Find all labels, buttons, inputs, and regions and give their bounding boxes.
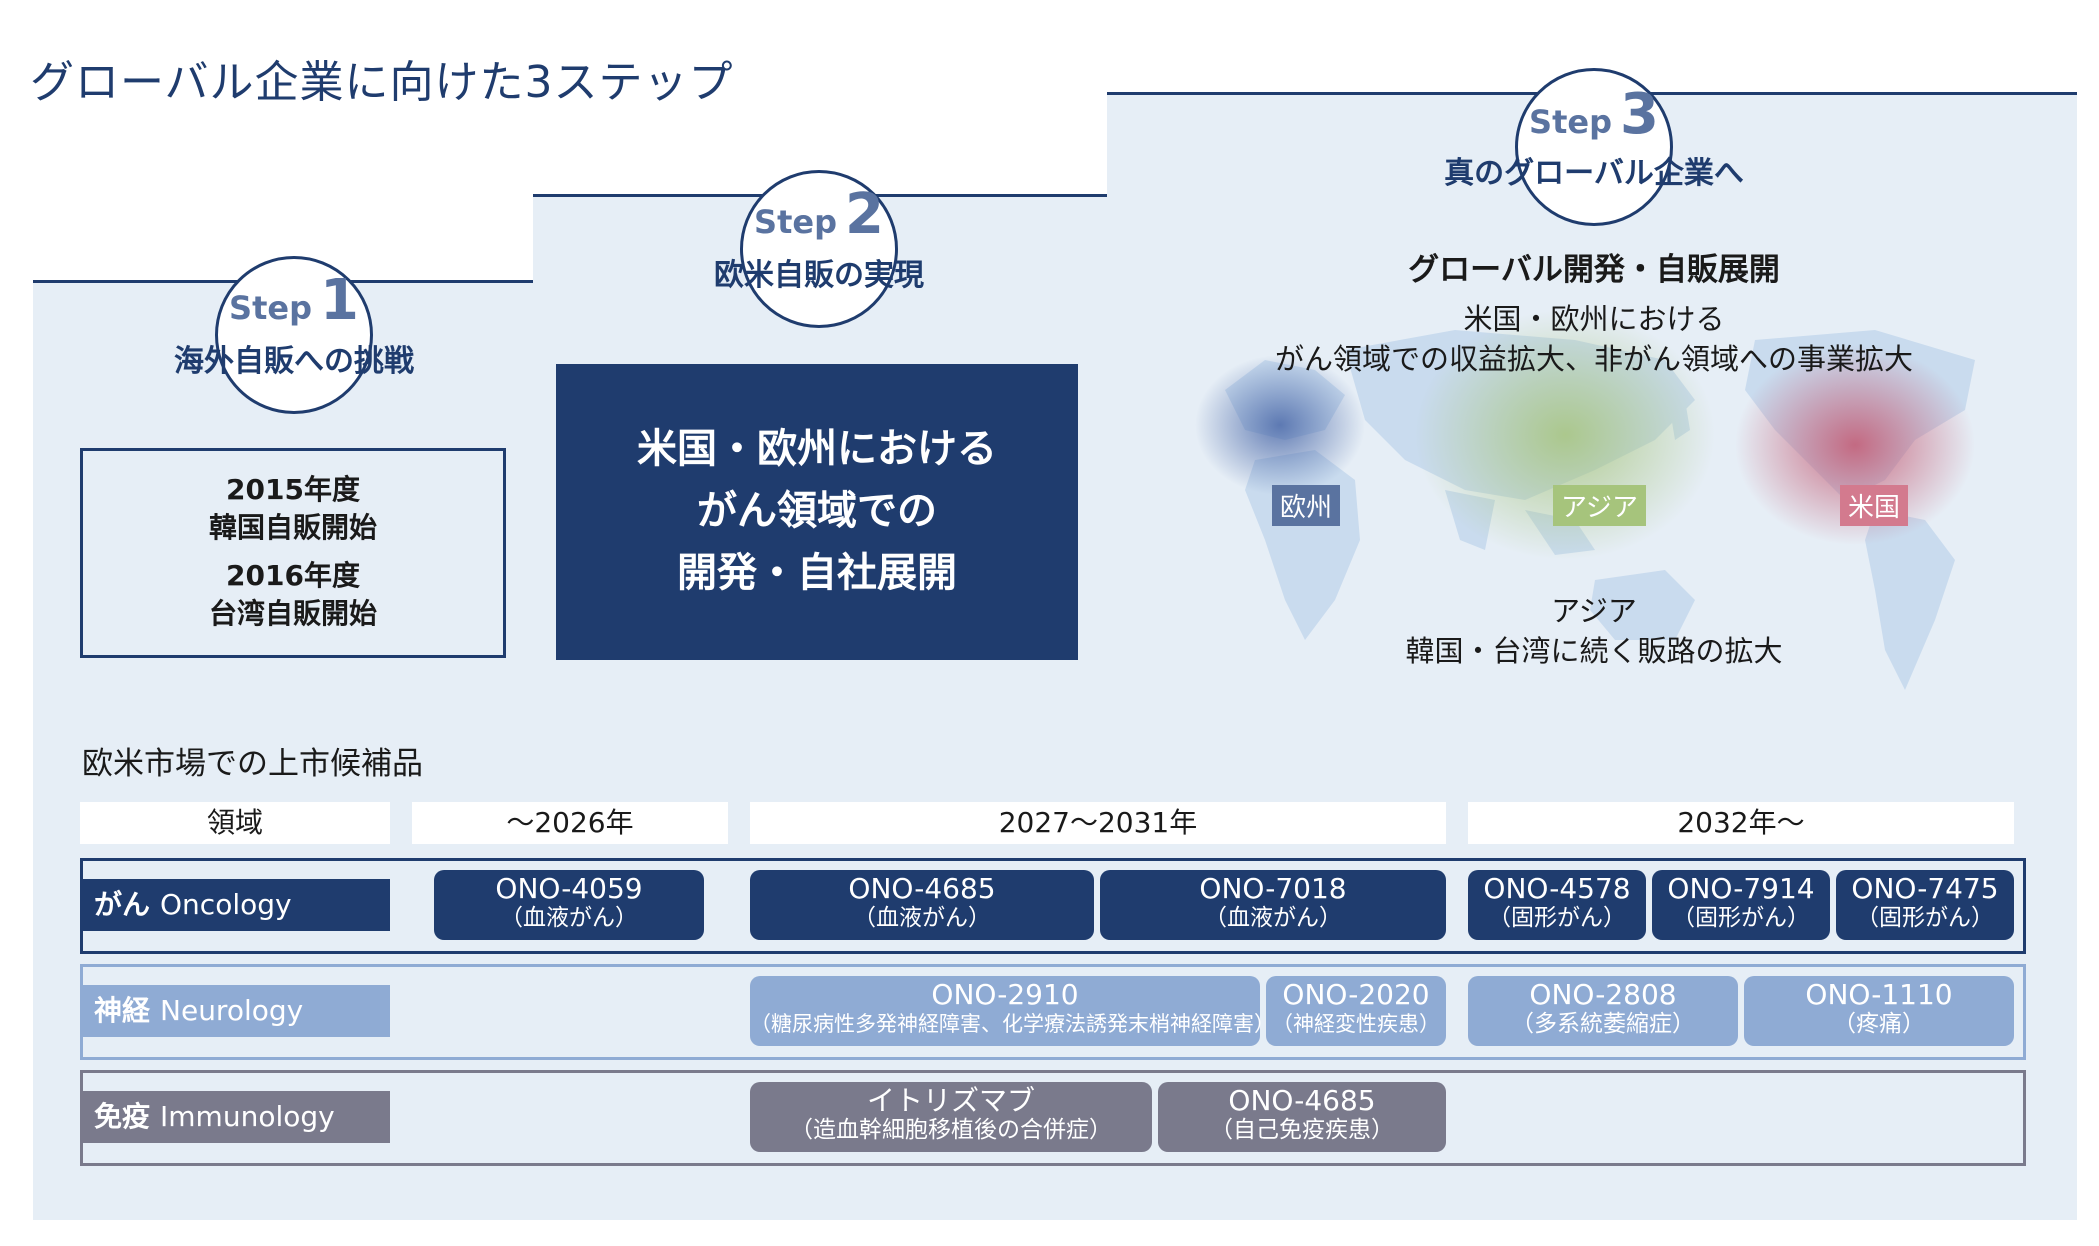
- step1-panel: [33, 280, 533, 1220]
- step1-circle: [215, 256, 373, 414]
- step3-text2: がん領域での収益拡大、非がん領域への事業拡大: [1274, 342, 1913, 376]
- step3-text1: 米国・欧州における: [1463, 302, 1725, 336]
- page-title: グローバル企業に向けた3ステップ: [30, 57, 734, 108]
- step1-event2: 台湾自販開始: [208, 597, 377, 630]
- candidate-itolizumab: イトリズマブ（造血幹細胞移植後の合併症）: [750, 1082, 1152, 1152]
- candidate-ono-7914: ONO-7914（固形がん）: [1652, 870, 1830, 940]
- candidate-ono-7018: ONO-7018（血液がん）: [1100, 870, 1446, 940]
- candidate-ono-1110: ONO-1110（疼痛）: [1744, 976, 2014, 1046]
- world-map: [1195, 310, 1975, 690]
- col-head-2026: ～2026年: [412, 802, 728, 844]
- candidate-ono-4685-imm: ONO-4685（自己免疫疾患）: [1158, 1082, 1446, 1152]
- candidate-ono-4685-onc: ONO-4685（血液がん）: [750, 870, 1094, 940]
- candidate-ono-2020: ONO-2020（神経変性疾患）: [1266, 976, 1446, 1046]
- region-europe-badge: 欧州: [1272, 485, 1341, 526]
- step1-event1: 韓国自販開始: [208, 511, 377, 544]
- step3-title: 真のグローバル企業へ: [1444, 156, 1744, 191]
- step1-title: 海外自販への挑戦: [174, 344, 414, 379]
- step2-line3: 開発・自社展開: [677, 550, 957, 596]
- step1-year2: 2016年度: [226, 559, 360, 592]
- step2-title: 欧米自販の実現: [714, 258, 924, 293]
- step3-heading: グローバル開発・自販展開: [1408, 252, 1780, 288]
- candidate-ono-4059: ONO-4059（血液がん）: [434, 870, 704, 940]
- step2-line2: がん領域での: [697, 488, 937, 534]
- step2-panel: [533, 196, 1107, 1220]
- region-us-badge: 米国: [1840, 485, 1909, 526]
- step2-line1: 米国・欧州における: [637, 426, 997, 472]
- step3-asia-text: 韓国・台湾に続く販路の拡大: [1405, 634, 1783, 668]
- col-head-2027-2031: 2027～2031年: [750, 802, 1446, 844]
- step2-box: 米国・欧州における がん領域での 開発・自社展開: [556, 364, 1078, 660]
- pipeline-title: 欧米市場での上市候補品: [82, 746, 423, 782]
- step3-circle: [1515, 68, 1673, 226]
- region-asia-badge: アジア: [1553, 485, 1646, 526]
- candidate-ono-2808: ONO-2808（多系統萎縮症）: [1468, 976, 1738, 1046]
- candidate-ono-2910: ONO-2910（糖尿病性多発神経障害、化学療法誘発末梢神経障害）: [750, 976, 1275, 1046]
- col-head-2032: 2032年～: [1468, 802, 2014, 844]
- step3-asia-title: アジア: [1551, 594, 1637, 628]
- step2-circle: [740, 170, 898, 328]
- step1-year1: 2015年度: [226, 473, 360, 506]
- candidate-ono-7475: ONO-7475（固形がん）: [1836, 870, 2014, 940]
- col-head-area: 領域: [80, 802, 390, 844]
- candidate-ono-4578: ONO-4578（固形がん）: [1468, 870, 1646, 940]
- step1-box: 2015年度 韓国自販開始 2016年度 台湾自販開始: [80, 448, 506, 658]
